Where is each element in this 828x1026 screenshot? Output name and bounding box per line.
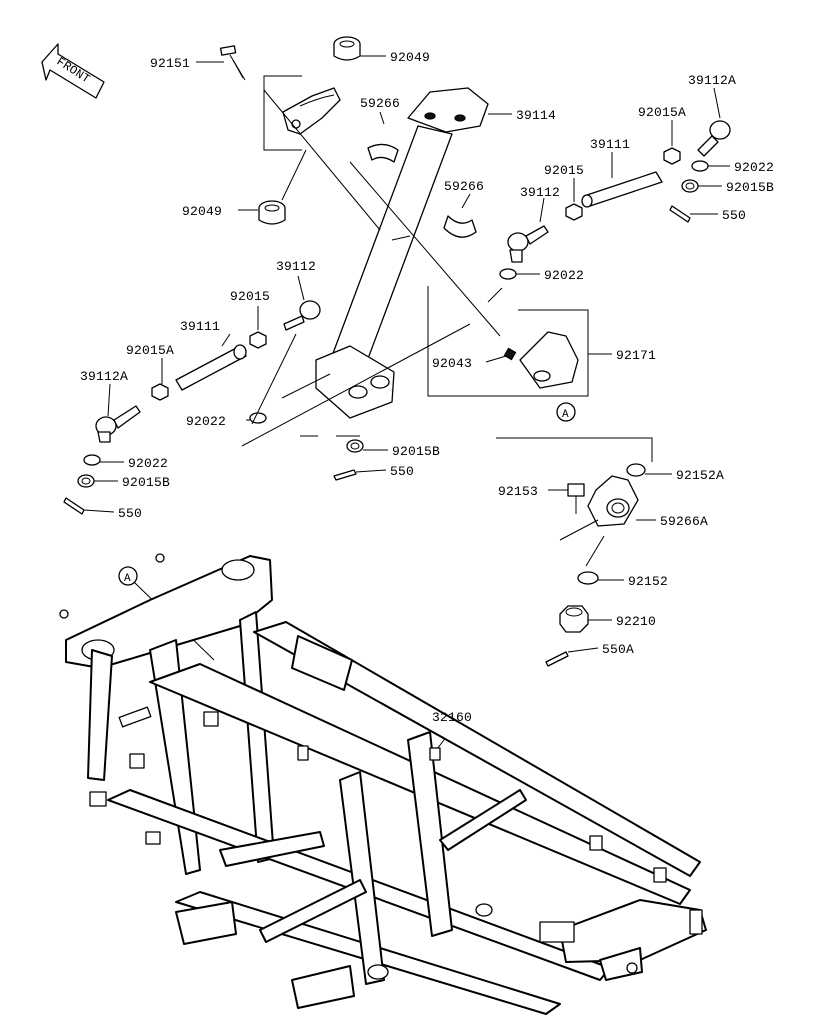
callout-92022-left-1: 92022	[186, 414, 226, 429]
callout-550A: 550A	[602, 642, 634, 657]
tie-rod-39111-right	[581, 171, 663, 208]
tie-rod-end-39112A-left	[95, 405, 141, 443]
washer-92022-left-2	[83, 454, 101, 466]
callout-92049-left: 92049	[182, 204, 222, 219]
callout-39114: 39114	[516, 108, 556, 123]
callout-59266-a: 59266	[360, 96, 400, 111]
nut-92015B-center	[346, 439, 364, 453]
callout-59266-b: 59266	[444, 179, 484, 194]
nut-92015-right	[565, 203, 583, 221]
nut-92015-left	[249, 331, 267, 349]
callout-32160: 32160	[432, 710, 472, 725]
bushing-92049-top	[333, 36, 361, 61]
callout-39112-left: 39112	[276, 259, 316, 274]
washer-92152A	[626, 463, 646, 477]
bolt-92151	[219, 45, 246, 81]
callout-92015B-center: 92015B	[392, 444, 440, 459]
callout-92015B-right: 92015B	[726, 180, 774, 195]
callout-92015A-left: 92015A	[126, 343, 174, 358]
tie-rod-end-39112-right	[507, 225, 549, 263]
callout-92022-left-2: 92022	[128, 456, 168, 471]
callout-39111-left: 39111	[180, 319, 220, 334]
callout-92152: 92152	[628, 574, 668, 589]
callout-92015A-right: 92015A	[638, 105, 686, 120]
half-bushing-59266-a	[367, 143, 399, 163]
washer-92152	[577, 571, 599, 585]
washer-92022-right-2	[499, 268, 517, 280]
nut-92015A-right	[663, 147, 681, 165]
callout-39112A-right: 39112A	[688, 73, 736, 88]
callout-92015-right: 92015	[544, 163, 584, 178]
callout-92171: 92171	[616, 348, 656, 363]
callout-92153: 92153	[498, 484, 538, 499]
callout-92015B-left: 92015B	[122, 475, 170, 490]
callout-labels: 92151 92049 92049 59266 59266 39114 3911…	[80, 50, 774, 725]
ref-marker-a-bottom-label: A	[124, 573, 131, 585]
callout-92022-right-2: 92022	[544, 268, 584, 283]
ref-marker-a-top	[556, 402, 576, 422]
callout-59266A: 59266A	[660, 514, 708, 529]
cotter-pin-550-left	[63, 497, 85, 515]
bushing-92049-left	[258, 200, 286, 225]
holder-92171	[503, 331, 579, 389]
bushing-59266A	[587, 475, 639, 527]
steering-column-39114	[315, 87, 489, 419]
nut-92015A-left	[151, 383, 169, 401]
washer-92022-left-1	[249, 412, 267, 424]
callout-550-right: 550	[722, 208, 746, 223]
tie-rod-end-39112A-right	[697, 120, 731, 157]
cotter-pin-550A	[545, 651, 569, 667]
leader-lines	[83, 55, 730, 759]
half-bushing-59266-b	[443, 215, 477, 238]
tie-rod-39111-left	[175, 344, 247, 391]
cotter-pin-550-right	[669, 205, 691, 223]
nut-92015B-left	[77, 474, 95, 488]
nut-92015B-right	[681, 179, 699, 193]
callout-92015-left: 92015	[230, 289, 270, 304]
callout-550-center: 550	[390, 464, 414, 479]
callout-92022-right-1: 92022	[734, 160, 774, 175]
ref-marker-a-top-label: A	[562, 409, 569, 421]
callout-550-left: 550	[118, 506, 142, 521]
callout-92043: 92043	[432, 356, 472, 371]
callout-92152A: 92152A	[676, 468, 724, 483]
upper-clamp-bracket	[282, 87, 341, 135]
bolt-92153	[567, 483, 585, 514]
tie-rod-end-39112-left	[283, 300, 321, 331]
front-arrow-icon: FRONT	[41, 43, 105, 99]
callout-92151: 92151	[150, 56, 190, 71]
callout-92210: 92210	[616, 614, 656, 629]
nut-92210	[559, 605, 589, 633]
callout-39111-right: 39111	[590, 137, 630, 152]
callout-39112-right: 39112	[520, 185, 560, 200]
callout-39112A-left: 39112A	[80, 369, 128, 384]
main-frame-32160	[59, 553, 707, 1015]
callout-92049-top: 92049	[390, 50, 430, 65]
washer-92022-right-1	[691, 160, 709, 172]
ref-marker-a-bottom	[118, 566, 138, 586]
cotter-pin-550-center	[333, 469, 357, 481]
